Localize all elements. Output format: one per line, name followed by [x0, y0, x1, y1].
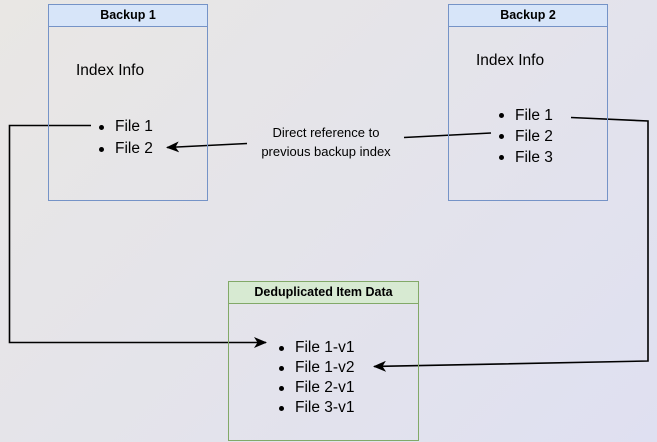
- annotation-line-2: previous backup index: [261, 144, 391, 159]
- bullet-icon: [499, 113, 504, 118]
- list-item: File 3-v1: [279, 398, 354, 418]
- bullet-icon: [499, 134, 504, 139]
- list-item: File 3: [499, 147, 553, 168]
- bullet-icon: [279, 345, 284, 351]
- file-label: File 1-v1: [295, 339, 355, 356]
- file-label: File 3: [515, 148, 553, 166]
- file-label: File 1: [115, 118, 153, 135]
- file-label: File 2: [115, 140, 153, 157]
- list-item: File 1: [99, 116, 153, 138]
- backup-2-index-info-label: Index Info: [476, 52, 545, 69]
- backup-1-box: Backup 1 Index Info File 1 File 2: [48, 4, 208, 201]
- bullet-icon: [279, 405, 284, 411]
- annotation-line-1: Direct reference to: [272, 125, 380, 140]
- file-label: File 1-v2: [295, 359, 355, 376]
- deduplicated-item-data-header: Deduplicated Item Data: [229, 282, 418, 304]
- list-item: File 1-v1: [279, 338, 354, 358]
- file-label: File 3-v1: [295, 399, 355, 416]
- deduplicated-item-data-box: Deduplicated Item Data File 1-v1 File 1-…: [228, 281, 419, 441]
- list-item: File 2: [99, 138, 153, 160]
- backup-1-index-info-label: Index Info: [76, 62, 145, 79]
- direct-reference-annotation: Direct reference to previous backup inde…: [233, 123, 419, 161]
- backup-1-header: Backup 1: [49, 5, 207, 27]
- file-label: File 2: [515, 127, 553, 145]
- bullet-icon: [99, 124, 104, 130]
- bullet-icon: [499, 155, 504, 160]
- list-item: File 2: [499, 126, 553, 147]
- list-item: File 1-v2: [279, 358, 354, 378]
- bullet-icon: [279, 385, 284, 391]
- file-label: File 2-v1: [295, 379, 355, 396]
- list-item: File 1: [499, 105, 553, 126]
- deduplicated-file-list: File 1-v1 File 1-v2 File 2-v1 File 3-v1: [279, 338, 354, 418]
- backup-1-file-list: File 1 File 2: [99, 116, 153, 160]
- file-label: File 1: [515, 106, 553, 124]
- backup-2-box: Backup 2 Index Info File 1 File 2 File 3: [448, 4, 608, 201]
- bullet-icon: [99, 146, 104, 152]
- backup-2-file-list: File 1 File 2 File 3: [499, 105, 553, 168]
- backup-2-header: Backup 2: [449, 5, 607, 27]
- list-item: File 2-v1: [279, 378, 354, 398]
- bullet-icon: [279, 365, 284, 371]
